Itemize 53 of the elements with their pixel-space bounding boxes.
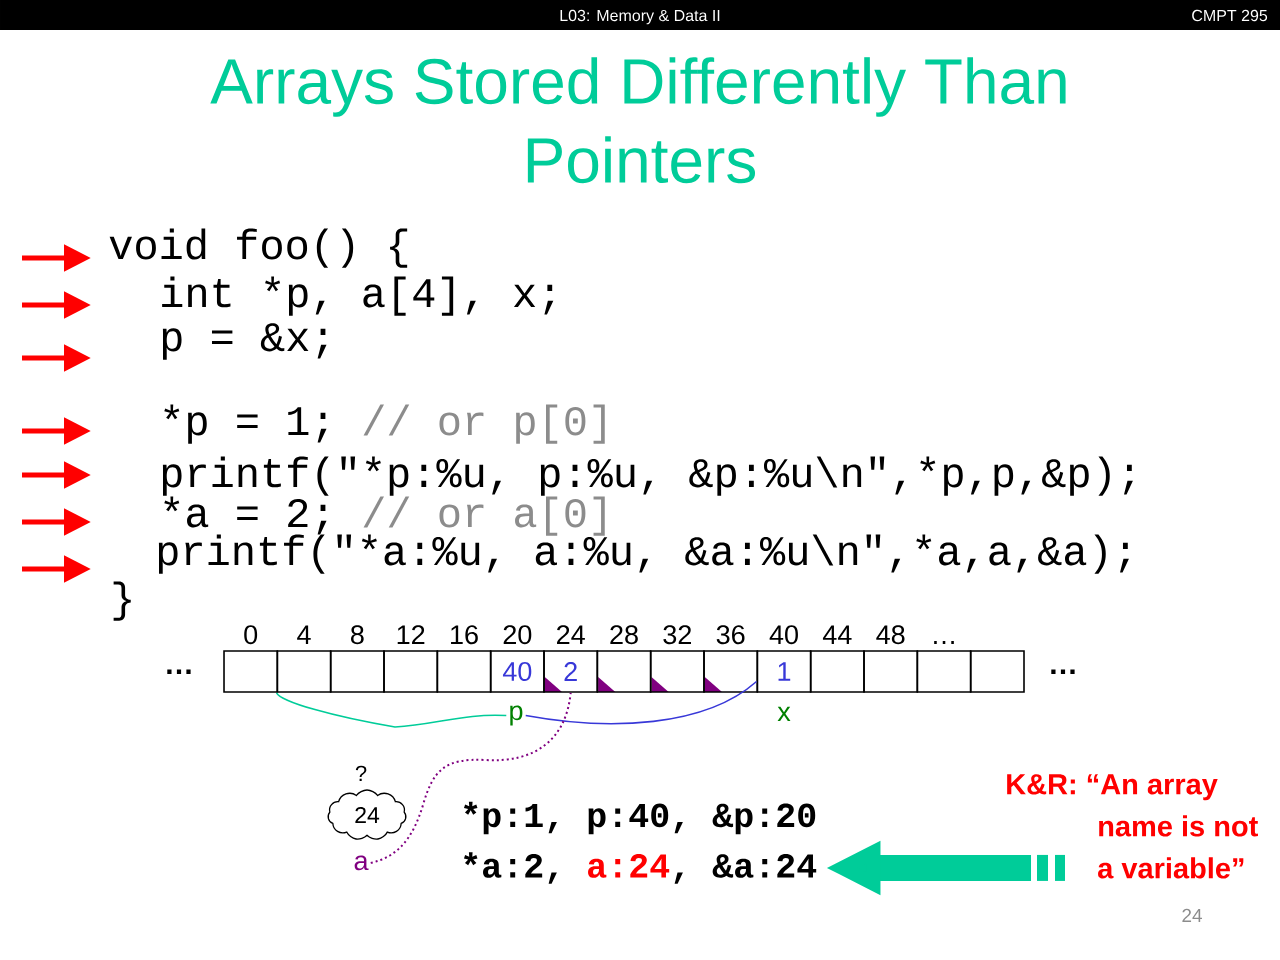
code-line: p = &x; xyxy=(162,323,327,360)
slide-title: Arrays Stored Differently Than Pointers xyxy=(210,57,1066,184)
memory-cell xyxy=(863,650,919,693)
memory-cell xyxy=(916,650,972,693)
header-text: L03: Memory & Data II xyxy=(560,9,720,25)
variable-label: a xyxy=(354,855,369,871)
memory-cell xyxy=(329,650,385,693)
code-line: *a = 2; xyxy=(164,496,327,535)
dotted-line xyxy=(369,691,572,864)
question-mark: ? xyxy=(355,765,367,781)
code-line: } xyxy=(113,581,131,621)
address-label: … xyxy=(934,641,954,644)
variable-label: p xyxy=(510,705,523,726)
address-label: 48 xyxy=(876,625,905,645)
address-label: 28 xyxy=(610,625,638,645)
address-label: 40 xyxy=(769,625,798,645)
address-label: 4 xyxy=(297,625,311,644)
address-label: 32 xyxy=(663,625,691,645)
memory-cell xyxy=(596,650,652,693)
code-comment: // or p[0] xyxy=(363,404,605,444)
ellipsis: … xyxy=(1051,669,1075,674)
ellipsis: … xyxy=(167,669,191,674)
address-label: 8 xyxy=(351,625,364,645)
output-line: *a:2, a:24, &a:24 xyxy=(463,852,817,884)
address-label: 20 xyxy=(503,625,532,645)
memory-cell xyxy=(276,650,332,693)
address-label: 36 xyxy=(716,625,745,645)
curved-line xyxy=(275,692,508,728)
memory-cell xyxy=(969,650,1025,693)
page-number: 24 xyxy=(1182,908,1202,922)
code-line: int *p, a[4], x; xyxy=(162,276,554,316)
variable-label: x xyxy=(777,706,791,721)
memory-cell xyxy=(383,650,439,693)
memory-cell xyxy=(649,650,705,693)
quote-note: K&R: “An array name is not a variable” xyxy=(1007,774,1258,879)
header-text: CMPT 295 xyxy=(1192,9,1268,22)
memory-cell: 40 xyxy=(489,650,545,693)
address-label: 12 xyxy=(397,625,425,644)
memory-cell: 2 xyxy=(543,650,599,693)
address-label: 44 xyxy=(822,625,852,644)
memory-cell xyxy=(703,650,759,693)
code-line: *p = 1; xyxy=(164,404,327,444)
code-line: void foo() { xyxy=(109,228,408,268)
code-line: printf("*p:%u, p:%u, &p:%u\n",*p,p,&p); xyxy=(162,456,1133,496)
address-label: 16 xyxy=(451,625,478,645)
memory-cell xyxy=(436,650,492,693)
memory-cell xyxy=(809,650,865,693)
output-line: *p:1, p:40, &p:20 xyxy=(463,801,816,835)
memory-cell xyxy=(223,650,279,693)
address-label: 24 xyxy=(557,625,585,644)
memory-cell: 1 xyxy=(756,650,812,693)
thought-cloud: 24 xyxy=(327,789,407,840)
address-label: 0 xyxy=(244,625,258,645)
